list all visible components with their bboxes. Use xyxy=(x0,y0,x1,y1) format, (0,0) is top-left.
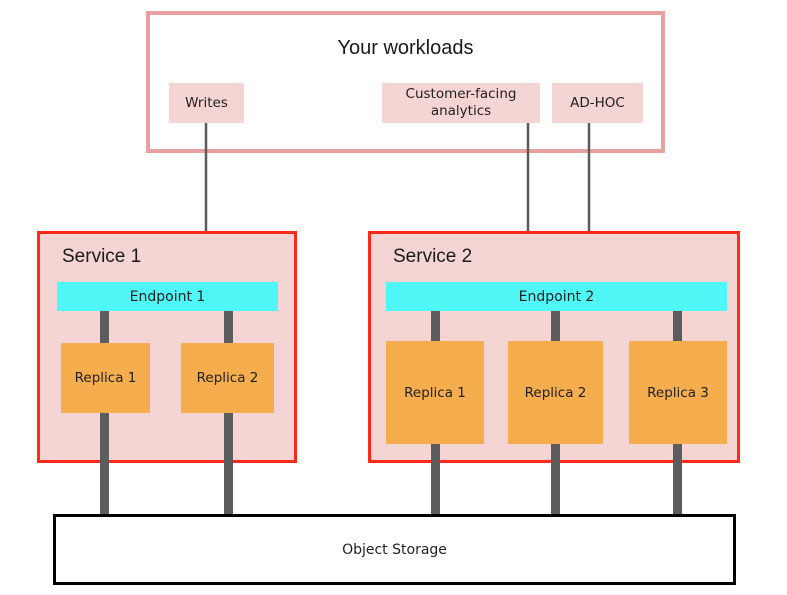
service-2-replica-1[interactable]: Replica 1 xyxy=(386,341,484,444)
link-endpoint-1-to-s1-replica-1 xyxy=(100,311,109,344)
service-2-replica-2[interactable]: Replica 2 xyxy=(508,341,603,444)
service-2-replica-3[interactable]: Replica 3 xyxy=(629,341,727,444)
service-2-title: Service 2 xyxy=(393,246,473,267)
link-endpoint-1-to-s1-replica-2 xyxy=(224,311,233,344)
workloads-container: Your workloads xyxy=(146,11,665,153)
endpoint-2[interactable]: Endpoint 2 xyxy=(386,282,727,311)
service-1-title: Service 1 xyxy=(62,246,142,267)
service-1-replica-2[interactable]: Replica 2 xyxy=(181,343,274,413)
link-s1-replica-1-to-object-storage xyxy=(100,413,109,516)
link-s2-replica-3-to-object-storage xyxy=(673,444,682,516)
link-s2-replica-1-to-object-storage xyxy=(431,444,440,516)
endpoint-1[interactable]: Endpoint 1 xyxy=(57,282,278,311)
service-1-replica-1[interactable]: Replica 1 xyxy=(61,343,150,413)
workload-chip-writes[interactable]: Writes xyxy=(169,83,244,123)
workloads-title: Your workloads xyxy=(337,37,474,59)
workload-chip-ad-hoc[interactable]: AD-HOC xyxy=(552,83,643,123)
link-endpoint-2-to-s2-replica-3 xyxy=(673,311,682,342)
link-endpoint-2-to-s2-replica-1 xyxy=(431,311,440,342)
workload-chip-customer-facing-analytics[interactable]: Customer-facing analytics xyxy=(382,83,540,123)
link-s1-replica-2-to-object-storage xyxy=(224,413,233,516)
object-storage[interactable]: Object Storage xyxy=(53,514,736,585)
link-s2-replica-2-to-object-storage xyxy=(551,444,560,516)
link-endpoint-2-to-s2-replica-2 xyxy=(551,311,560,342)
